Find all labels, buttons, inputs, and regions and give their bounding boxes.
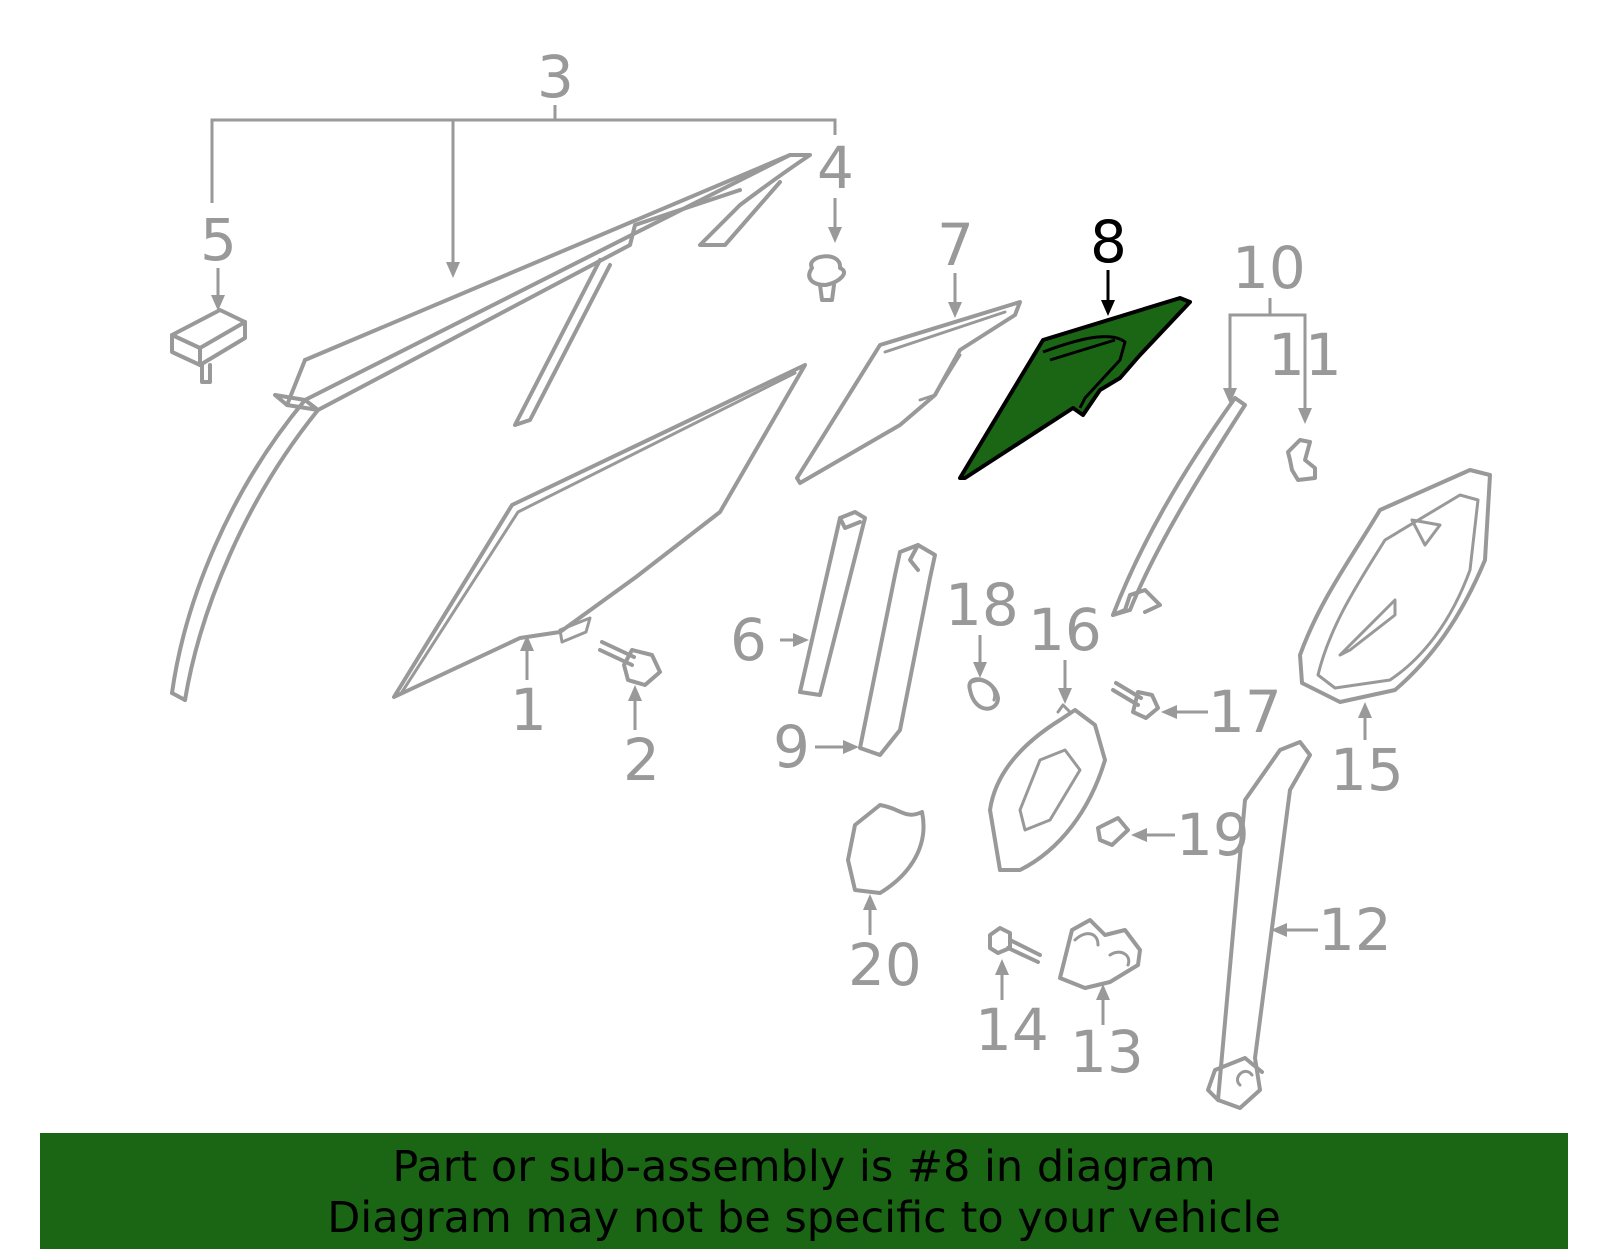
callout-labels: 3 4 5 7 8 10 11 1 2 6 9 18 16 17 15 19 2… xyxy=(200,43,1404,1086)
callout-7: 7 xyxy=(937,211,974,279)
callout-20: 20 xyxy=(848,931,922,999)
part-5-clip[interactable] xyxy=(170,308,247,384)
callout-3: 3 xyxy=(537,43,574,111)
callout-16: 16 xyxy=(1028,596,1102,664)
part-19-screw[interactable] xyxy=(1096,816,1130,847)
part-2-bolt[interactable] xyxy=(598,640,662,687)
callout-6: 6 xyxy=(730,606,767,674)
part-9-guide[interactable] xyxy=(858,543,937,757)
part-14-bolt[interactable] xyxy=(988,926,1042,964)
callout-19: 19 xyxy=(1176,801,1250,869)
callout-12: 12 xyxy=(1318,896,1392,964)
callout-10: 10 xyxy=(1232,234,1306,302)
callout-17: 17 xyxy=(1208,678,1282,746)
part-12-regulator[interactable] xyxy=(1206,740,1312,1110)
part-20-seal[interactable] xyxy=(846,803,926,895)
banner-line-2: Diagram may not be specific to your vehi… xyxy=(327,1193,1281,1243)
callout-15: 15 xyxy=(1330,736,1404,804)
part-11-clip[interactable] xyxy=(1286,438,1317,482)
callout-13: 13 xyxy=(1070,1018,1144,1086)
notice-banner: Part or sub-assembly is #8 in diagram Di… xyxy=(40,1133,1568,1249)
leader-lines xyxy=(210,105,1372,1025)
part-15-inner-panel[interactable] xyxy=(1298,468,1492,704)
callout-4: 4 xyxy=(817,134,854,202)
callout-14: 14 xyxy=(975,996,1049,1064)
part-3-door-frame[interactable] xyxy=(170,153,812,702)
callout-18: 18 xyxy=(945,571,1019,639)
part-18-grommet[interactable] xyxy=(967,677,1000,711)
part-10-rear-channel[interactable] xyxy=(1111,396,1247,617)
part-17-bolt[interactable] xyxy=(1111,681,1160,720)
callout-9: 9 xyxy=(773,713,810,781)
part-13-motor[interactable] xyxy=(1058,918,1142,990)
callout-11: 11 xyxy=(1268,321,1342,389)
part-16-bracket[interactable] xyxy=(988,703,1107,872)
callout-1: 1 xyxy=(510,676,547,744)
part-6-channel[interactable] xyxy=(798,510,867,697)
callout-2: 2 xyxy=(623,726,660,794)
callout-8: 8 xyxy=(1090,208,1127,276)
banner-line-1: Part or sub-assembly is #8 in diagram xyxy=(392,1142,1216,1192)
part-7-quarter-glass[interactable] xyxy=(795,300,1022,485)
part-8-quarter-glass-assembly[interactable] xyxy=(958,296,1192,480)
part-4-push-clip[interactable] xyxy=(807,254,846,302)
callout-5: 5 xyxy=(200,206,237,274)
